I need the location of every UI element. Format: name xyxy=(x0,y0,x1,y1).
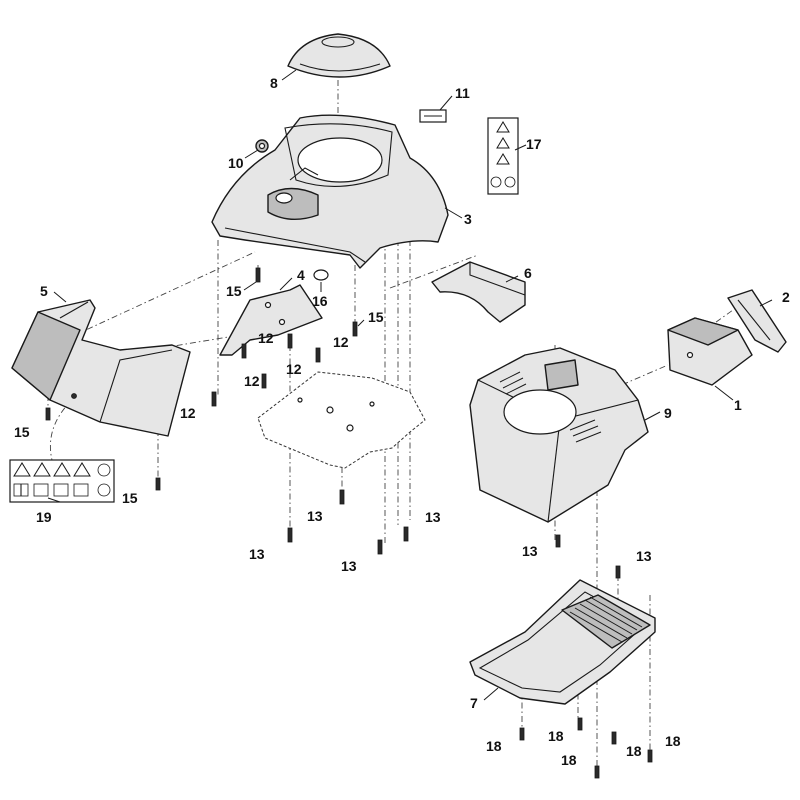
callout-19: 19 xyxy=(36,509,52,525)
callout-6: 6 xyxy=(524,265,532,281)
callout-12-c: 12 xyxy=(244,373,260,389)
callout-18-a: 18 xyxy=(486,738,502,754)
part-7-base-tray xyxy=(469,579,656,705)
part-8-top-cap xyxy=(287,33,391,78)
cooling-fins xyxy=(499,371,602,443)
callout-18-c: 18 xyxy=(561,752,577,768)
callout-13-a: 13 xyxy=(307,508,323,524)
part-3-engine-hood xyxy=(211,114,449,269)
part-5-front-bumper xyxy=(11,299,191,437)
callout-2: 2 xyxy=(782,289,790,305)
part-10-knob xyxy=(255,139,269,153)
fasteners xyxy=(45,267,653,779)
part-6-shroud xyxy=(431,261,526,323)
part-17-warning-label xyxy=(487,117,519,195)
callout-15-d: 15 xyxy=(122,490,138,506)
callout-13-c: 13 xyxy=(341,558,357,574)
callout-17: 17 xyxy=(526,136,542,152)
part-11-decal xyxy=(419,109,447,123)
callout-18-b: 18 xyxy=(548,728,564,744)
callout-18-e: 18 xyxy=(665,733,681,749)
manual-book-icon xyxy=(13,483,29,497)
callout-12-b: 12 xyxy=(333,334,349,350)
warning-triangle-icon xyxy=(13,462,91,477)
callout-16: 16 xyxy=(312,293,328,309)
leader-lines xyxy=(47,69,773,701)
callout-15-a: 15 xyxy=(226,283,242,299)
callout-13-d: 13 xyxy=(425,509,441,525)
callout-3: 3 xyxy=(464,211,472,227)
callout-7: 7 xyxy=(470,695,478,711)
callout-5: 5 xyxy=(40,283,48,299)
callout-18-d: 18 xyxy=(626,743,642,759)
callout-12-d: 12 xyxy=(286,361,302,377)
callout-8: 8 xyxy=(270,75,278,91)
callout-13-b: 13 xyxy=(249,546,265,562)
callout-13-e: 13 xyxy=(522,543,538,559)
callout-1: 1 xyxy=(734,397,742,413)
part-4-bracket xyxy=(219,284,323,356)
part-2-flap xyxy=(727,289,787,353)
base-plate xyxy=(257,371,426,469)
callouts: 1 2 3 4 5 6 7 8 9 10 11 12 12 12 12 12 1… xyxy=(14,75,790,768)
part-9-engine-housing xyxy=(469,347,649,523)
part-19-warning-label xyxy=(9,459,115,503)
callout-12-a: 12 xyxy=(258,330,274,346)
callout-10: 10 xyxy=(228,155,244,171)
tray-grille xyxy=(569,596,643,643)
callout-9: 9 xyxy=(664,405,672,421)
part-16-clip xyxy=(313,269,329,281)
callout-15-b: 15 xyxy=(368,309,384,325)
part-1-box-cover xyxy=(667,317,753,386)
callout-15-c: 15 xyxy=(14,424,30,440)
callout-11: 11 xyxy=(455,85,470,101)
hearing-protection-icon xyxy=(97,463,111,477)
warning-triangle-icon xyxy=(496,121,510,165)
callout-12-e: 12 xyxy=(180,405,196,421)
callout-4: 4 xyxy=(297,267,305,283)
callout-13-f: 13 xyxy=(636,548,652,564)
